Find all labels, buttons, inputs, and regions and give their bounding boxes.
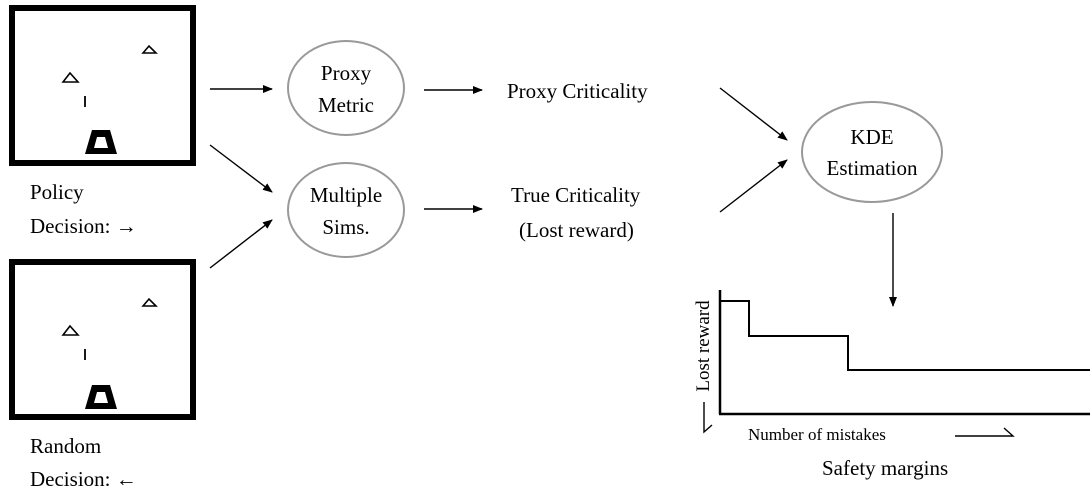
- enemy-ship-icon: [61, 71, 80, 83]
- enemy-ship-icon: [141, 297, 158, 307]
- proxy-metric-line2: Metric: [318, 93, 374, 117]
- random-caption-line1: Random: [30, 434, 101, 458]
- random-game-screen: [9, 259, 196, 420]
- random-caption-line2: Decision: ←: [30, 467, 137, 490]
- proxy-criticality-label: Proxy Criticality: [507, 79, 648, 103]
- lost-reward-label: (Lost reward): [519, 218, 634, 242]
- x-axis-direction-arrow: [955, 427, 1015, 437]
- player-ship-icon: [85, 130, 117, 154]
- multiple-sims-line1: Multiple: [310, 183, 382, 207]
- policy-caption-line2: Decision: →: [30, 214, 137, 238]
- player-ship-icon: [85, 385, 117, 409]
- multiple-sims-line2: Sims.: [322, 215, 369, 239]
- policy-game-screen: [9, 5, 196, 166]
- y-axis-label: Lost reward: [693, 300, 714, 392]
- proxy-metric-line1: Proxy: [321, 61, 372, 85]
- kde-input-arrows: [719, 87, 788, 213]
- kde-line1: KDE: [850, 125, 893, 149]
- multiple-sims-node: Multiple Sims.: [287, 162, 405, 258]
- safety-margins-plot: Lost reward Number of mistakes Safety ma…: [693, 290, 1090, 480]
- proxy-metric-node: Proxy Metric: [287, 40, 405, 136]
- policy-caption-line1: Policy: [30, 180, 84, 204]
- output-arrows: [424, 86, 483, 213]
- true-criticality-label: True Criticality: [511, 183, 641, 207]
- safety-margins-caption: Safety margins: [822, 456, 948, 480]
- kde-estimation-node: KDE Estimation: [801, 101, 943, 203]
- lost-reward-step-line: [720, 300, 1090, 371]
- screen-arrows: [209, 85, 273, 269]
- enemy-ship-icon: [141, 44, 158, 54]
- x-axis-label: Number of mistakes: [748, 425, 886, 444]
- enemy-ship-icon: [61, 324, 80, 336]
- y-axis-direction-arrow: [703, 402, 713, 434]
- kde-line2: Estimation: [827, 156, 918, 180]
